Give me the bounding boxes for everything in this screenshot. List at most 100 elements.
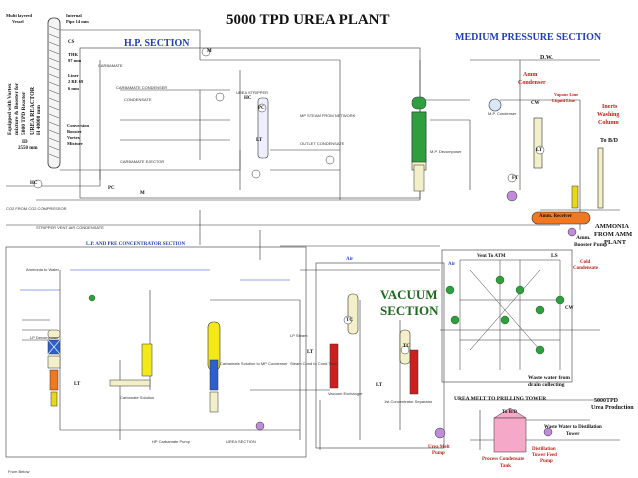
vacuum-section-title-2: SECTION bbox=[380, 303, 439, 318]
lt-tag-3: LT bbox=[307, 350, 314, 355]
conversion-label-4: Mixture bbox=[67, 141, 83, 146]
from-below-label: From Below bbox=[8, 469, 30, 474]
inerts-column bbox=[597, 147, 604, 209]
hp-stripper bbox=[257, 97, 269, 159]
amm-receiver-vessel bbox=[531, 211, 591, 225]
amm-condenser-label-2: Condenser bbox=[518, 80, 546, 86]
concentrator-label: 1st Concentrator Separator bbox=[384, 399, 433, 404]
liner-value: 2 RE 69 bbox=[68, 79, 84, 84]
co2-label: CO2 FROM CO2 COMPRESSOR bbox=[6, 206, 67, 211]
page-title: 5000 TPD UREA PLANT bbox=[226, 12, 390, 28]
ammonia-label-3: PLANT bbox=[604, 239, 627, 246]
instruments bbox=[33, 47, 545, 355]
carbamate-condenser-label: CARBAMATE CONDENSER bbox=[116, 85, 168, 90]
process-condensate-label-2: Tank bbox=[500, 464, 511, 469]
amm-condenser-label-1: Amm bbox=[523, 72, 538, 78]
urea-reactor bbox=[47, 17, 61, 169]
waste-water-label-2: drain collecting bbox=[528, 382, 565, 388]
process-condensate-label-1: Process Condensate bbox=[482, 457, 525, 462]
carbamate-pump-label: HP Carbamate Pump bbox=[152, 439, 190, 444]
control-valves bbox=[88, 275, 565, 355]
mp-condenser-shape bbox=[488, 98, 502, 112]
vapour-line-label: Vapour Line bbox=[554, 92, 579, 97]
vent-to-atm-label: Vent To ATM bbox=[477, 254, 506, 259]
dw-label: D.W. bbox=[540, 55, 553, 61]
reactor-side-5: H 40000 mm bbox=[36, 105, 42, 135]
m-tag: M bbox=[207, 49, 212, 54]
mp-decomposer bbox=[411, 96, 427, 192]
lp-decomposer-label: LP Decomposer bbox=[30, 335, 59, 340]
urea-melt-pump-label-1: Urea Melt bbox=[428, 445, 450, 450]
thk-value: 97 mm bbox=[68, 58, 82, 63]
outlet-condensate-label: OUTLET CONDENSATE bbox=[300, 141, 345, 146]
cold-condensate-label-2: Condensate bbox=[573, 266, 599, 271]
process-condensate-tank bbox=[493, 407, 527, 453]
carbonate-condensate-label: Carbonate Solution bbox=[120, 395, 155, 400]
cold-condensate-label-1: Cold bbox=[580, 260, 591, 265]
carbamate-solution-label: Carbamate Solution to MP Condenser bbox=[220, 361, 288, 366]
hc-tag: HC bbox=[30, 181, 38, 186]
hp-section-title: H.P. SECTION bbox=[124, 38, 190, 49]
pipework bbox=[6, 29, 620, 450]
carbamate-ejector-label: CARBAMATE EJECTOR bbox=[120, 159, 165, 164]
urea-melt-pump-label-2: Pump bbox=[432, 451, 445, 456]
urea-stripper-label: UREA STRIPPER bbox=[236, 90, 269, 95]
hp-section-box bbox=[79, 47, 421, 199]
steam-cond-label: Steam Cond to Cond Tank bbox=[290, 361, 337, 366]
ls-label: LS bbox=[551, 253, 558, 259]
tc-tag: TC bbox=[346, 318, 353, 323]
mp-decomposer-label: M.P. Decomposer bbox=[430, 149, 462, 154]
lp-steam-label: LP Steam bbox=[290, 333, 308, 338]
pc-tag: PC bbox=[108, 186, 115, 191]
ls-pipework bbox=[459, 259, 561, 370]
inerts-label-3: Column bbox=[598, 120, 619, 126]
stripper-vent-label: STRIPPER VENT AIR CONDENSATE bbox=[36, 225, 104, 230]
waste-dist-label-2: Tower bbox=[566, 432, 580, 437]
vessel-label-1: Multi layered bbox=[6, 13, 33, 18]
internal-pipe-2: Pipe 14 mm bbox=[66, 19, 89, 24]
liner-label: Liner bbox=[68, 73, 79, 78]
reactor-id-value: 2550 mm bbox=[18, 146, 38, 151]
lt-tag-6: LT bbox=[536, 148, 543, 153]
amm-booster-label-1: Amm. bbox=[576, 235, 591, 241]
waste-dist-label-1: Waste Water to Distillation bbox=[544, 425, 602, 430]
reactor-id: ID bbox=[22, 140, 28, 145]
ammonia-label-2: FROM AMM bbox=[594, 231, 633, 238]
amm-condenser-column bbox=[533, 117, 543, 169]
conversion-label-3: Vortex bbox=[67, 135, 80, 140]
lp-section-title: L.P. AND PRE CONCENTRATOR SECTION bbox=[86, 242, 186, 247]
ft-tag: FT bbox=[512, 176, 519, 181]
air-tag-2: Air bbox=[448, 262, 456, 267]
cw-tag-2: CW bbox=[565, 306, 574, 311]
urea-melt-label: UREA MELT TO PRILLING TOWER bbox=[454, 396, 547, 402]
urea-section-label: UREA SECTION bbox=[226, 439, 256, 444]
inerts-column-top bbox=[571, 185, 579, 209]
liner-mm: 6 mm bbox=[68, 86, 79, 91]
vessel-label-2: Vessel bbox=[12, 19, 24, 24]
mp-condenser-label: M.P. Condenser bbox=[488, 111, 517, 116]
conversion-label-1: Conversion bbox=[67, 123, 90, 128]
carbamate-label: CARBAMATE bbox=[98, 63, 123, 68]
cs-label: CS bbox=[68, 40, 75, 45]
cw-tag: CW bbox=[531, 101, 540, 106]
production-label-1: 5000TPD bbox=[594, 398, 618, 404]
vacuum-section-box bbox=[315, 262, 445, 449]
production-label-2: Urea Production bbox=[591, 405, 634, 411]
ammonia-water-label: Ammonia to Water bbox=[26, 267, 59, 272]
reactor-side-2: mixture & Booster for bbox=[14, 82, 20, 135]
blue-lines bbox=[20, 269, 290, 291]
to-bd-label: To B/D bbox=[600, 138, 618, 144]
amm-booster-label-2: Booster Pump bbox=[574, 242, 608, 248]
condensate-label: CONDENSATE bbox=[124, 97, 152, 102]
inerts-label-1: Inerts bbox=[602, 104, 618, 110]
reactor-side-1: Equipped with Vortex bbox=[7, 83, 13, 135]
mp-steam-label: MP STEAM FROM NETWORK bbox=[300, 113, 356, 118]
ammonia-label-1: AMMONIA bbox=[595, 223, 629, 230]
internal-pipe-1: Internal bbox=[66, 13, 82, 18]
vacuum-section-title-1: VACUUM bbox=[380, 287, 438, 302]
ls-section-box bbox=[441, 249, 573, 383]
lt-tag: LT bbox=[256, 138, 263, 143]
lp-vessels bbox=[47, 321, 221, 413]
